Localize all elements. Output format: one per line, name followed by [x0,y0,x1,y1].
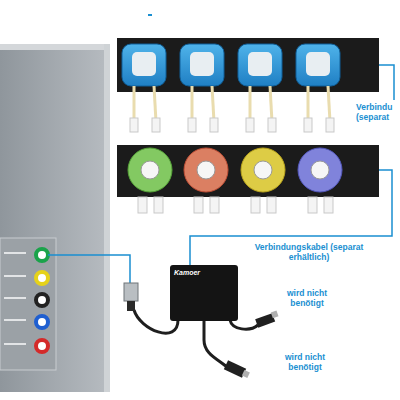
connector [124,283,138,311]
pump-strip [117,38,379,132]
callout-text: Verbindungskabel (separat erhältlich) [250,242,368,262]
controller-box: Kamoer [170,265,238,321]
pump-strip [117,145,379,213]
mark [148,14,152,16]
callout-text: wird nicht benötigt [274,352,336,372]
brand-logo: Kamoer [174,269,234,276]
device-panel [0,44,110,392]
callout-text: wird nicht benötigt [276,288,338,308]
leader-line [48,65,394,284]
callout-text: Verbindu (separat [356,102,400,122]
